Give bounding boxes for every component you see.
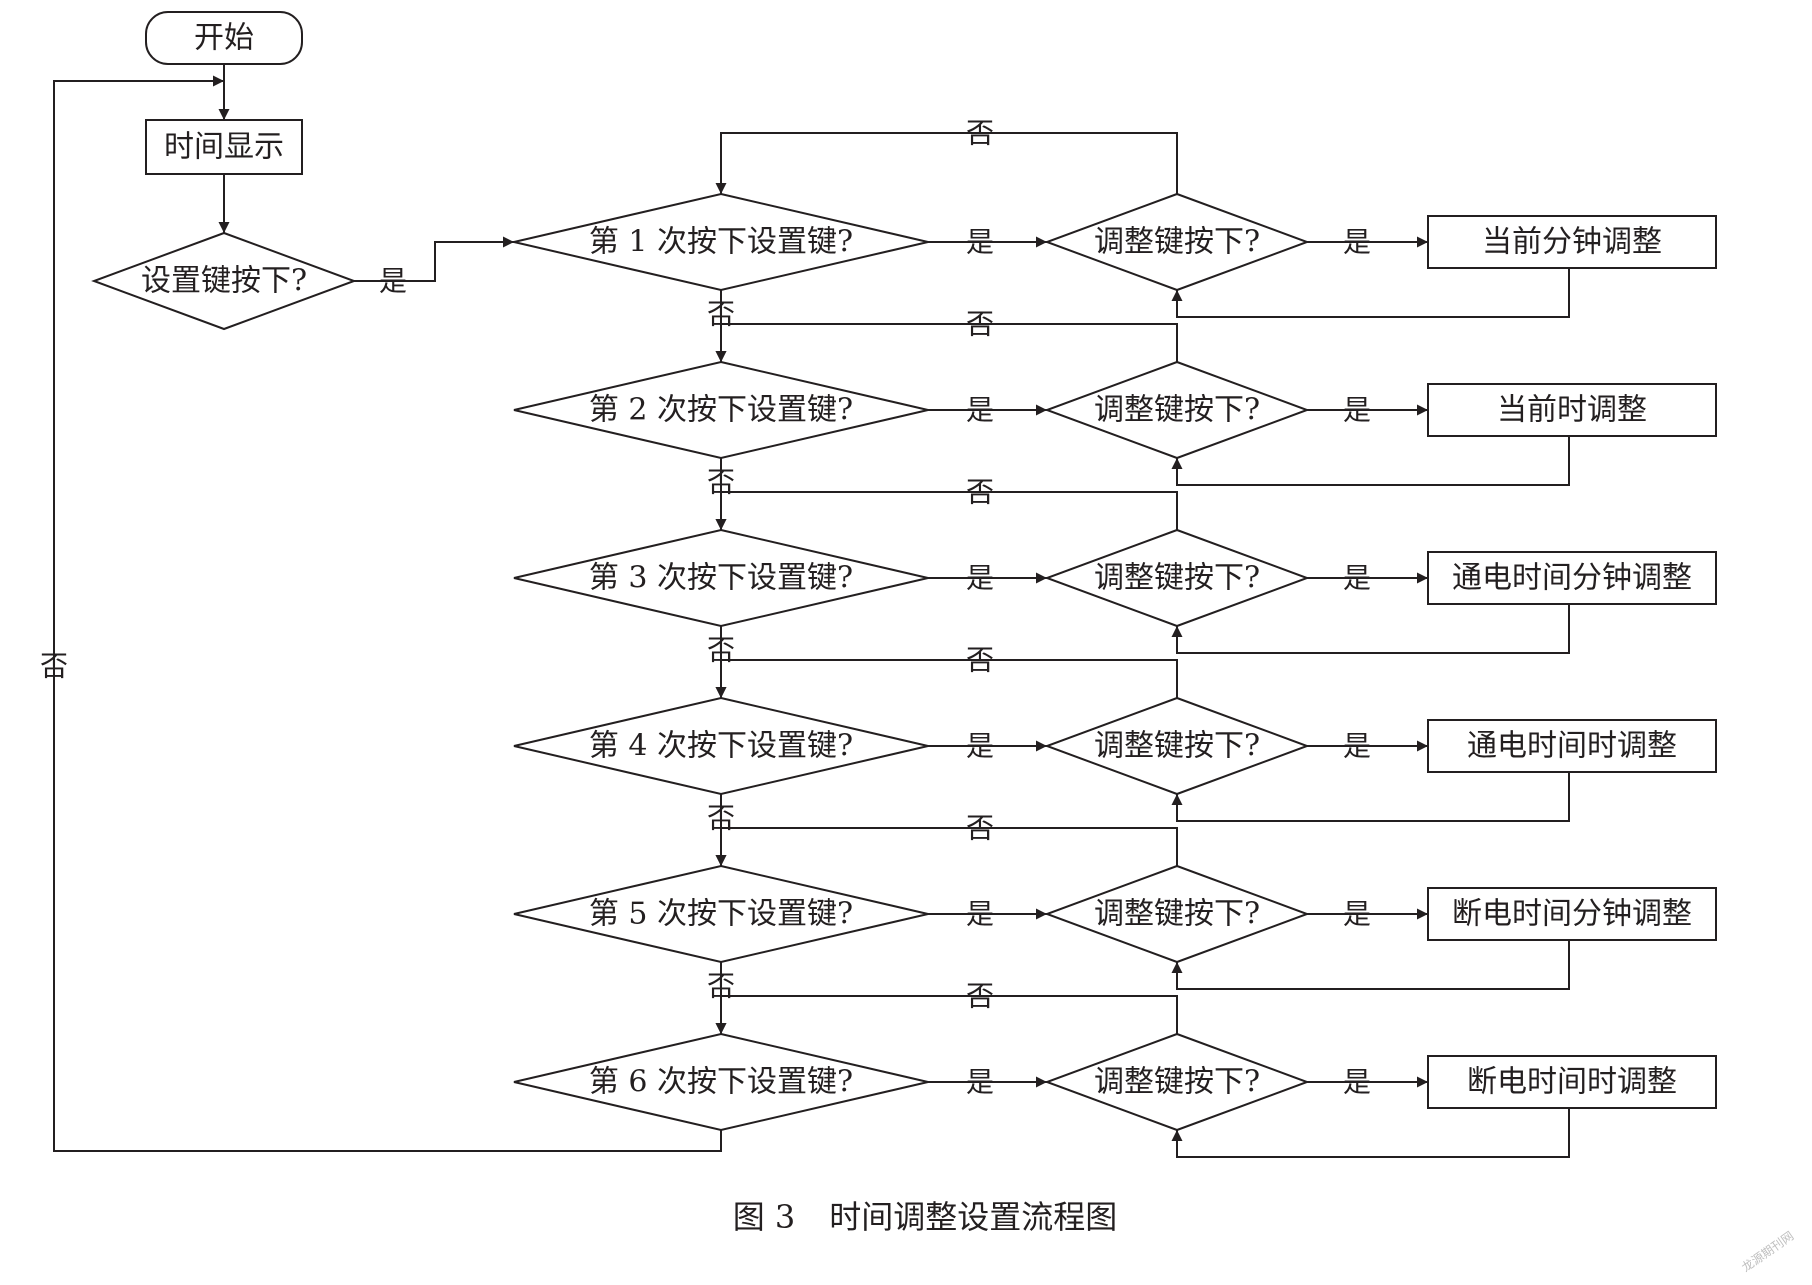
adjust-key-decision-6 — [1044, 1032, 1310, 1132]
adjust-key-decision-5-label: 调整键按下? — [1094, 897, 1260, 932]
arrow-adjust-2-no — [715, 323, 1178, 362]
press-decision-6-label: 第 6 次按下设置键? — [589, 1065, 853, 1100]
label-adjust-4-no: 否 — [966, 644, 994, 677]
label-adjust-1-yes: 是 — [1343, 226, 1371, 259]
arrow-adjust-4-no — [715, 659, 1178, 698]
arrow-action-1-return — [1171, 268, 1570, 318]
set-key-decision-label: 设置键按下? — [141, 264, 307, 299]
arrow-adjust-5-no — [715, 827, 1178, 866]
start-terminal — [145, 11, 303, 65]
press-decision-5-label: 第 5 次按下设置键? — [589, 897, 853, 932]
press-decision-5 — [513, 864, 929, 964]
action-box-4 — [1427, 719, 1717, 773]
set-key-decision — [91, 231, 357, 331]
label-press-3-yes: 是 — [966, 562, 994, 595]
label-adjust-6-yes: 是 — [1343, 1066, 1371, 1099]
figure-number: 图 3 — [733, 1198, 796, 1236]
arrow-action-2-return — [1171, 436, 1570, 486]
arrow-action-5-return — [1171, 940, 1570, 990]
label-adjust-4-yes: 是 — [1343, 730, 1371, 763]
label-adjust-6-no: 否 — [966, 980, 994, 1013]
label-press-1-yes: 是 — [966, 226, 994, 259]
adjust-key-decision-3-label: 调整键按下? — [1094, 561, 1260, 596]
press-decision-2 — [513, 360, 929, 460]
label-adjust-2-no: 否 — [966, 308, 994, 341]
label-press-4-yes: 是 — [966, 730, 994, 763]
adjust-key-decision-4-label: 调整键按下? — [1094, 729, 1260, 764]
label-press-2-yes: 是 — [966, 394, 994, 427]
press-decision-3-label: 第 3 次按下设置键? — [589, 561, 853, 596]
arrow-action-4-return — [1171, 772, 1570, 822]
press-decision-3 — [513, 528, 929, 628]
action-box-2-label: 当前时调整 — [1497, 393, 1647, 428]
label-adjust-3-yes: 是 — [1343, 562, 1371, 595]
action-box-3 — [1427, 551, 1717, 605]
press-decision-2-label: 第 2 次按下设置键? — [589, 393, 853, 428]
label-adjust-2-yes: 是 — [1343, 394, 1371, 427]
adjust-key-decision-1 — [1044, 192, 1310, 292]
adjust-key-decision-1-label: 调整键按下? — [1094, 225, 1260, 260]
label-press-1-no: 否 — [707, 298, 735, 331]
figure-title: 时间调整设置流程图 — [829, 1198, 1117, 1236]
arrow-adjust-3-no — [715, 491, 1178, 530]
action-box-6-label: 断电时间时调整 — [1467, 1065, 1677, 1100]
arrow-press-6-no-loop — [53, 75, 722, 1152]
label-adjust-1-no: 否 — [966, 117, 994, 150]
label-press-4-no: 否 — [707, 802, 735, 835]
label-press-6-yes: 是 — [966, 1066, 994, 1099]
label-adjust-3-no: 否 — [966, 476, 994, 509]
arrow-action-6-return — [1171, 1108, 1570, 1158]
action-box-3-label: 通电时间分钟调整 — [1452, 561, 1692, 596]
watermark: 龙源期刊网 — [1739, 1229, 1796, 1275]
press-decision-1-label: 第 1 次按下设置键? — [589, 225, 853, 260]
action-box-1 — [1427, 215, 1717, 269]
arrow-adjust-6-no — [715, 995, 1178, 1034]
figure-caption: 图 3 时间调整设置流程图 — [733, 1198, 1118, 1236]
adjust-key-decision-6-label: 调整键按下? — [1094, 1065, 1260, 1100]
label-press-3-no: 否 — [707, 634, 735, 667]
press-decision-4-label: 第 4 次按下设置键? — [589, 729, 853, 764]
adjust-key-decision-4 — [1044, 696, 1310, 796]
arrow-action-3-return — [1171, 604, 1570, 654]
action-box-4-label: 通电时间时调整 — [1467, 729, 1677, 764]
action-box-5 — [1427, 887, 1717, 941]
time-display-label: 时间显示 — [164, 130, 284, 165]
press-decision-4 — [513, 696, 929, 796]
press-decision-6 — [513, 1032, 929, 1132]
label-adjust-5-yes: 是 — [1343, 898, 1371, 931]
action-box-1-label: 当前分钟调整 — [1482, 225, 1662, 260]
adjust-key-decision-5 — [1044, 864, 1310, 964]
label-press-5-yes: 是 — [966, 898, 994, 931]
action-box-2 — [1427, 383, 1717, 437]
adjust-key-decision-2-label: 调整键按下? — [1094, 393, 1260, 428]
action-box-5-label: 断电时间分钟调整 — [1452, 897, 1692, 932]
arrow-adjust-1-no — [715, 132, 1178, 194]
label-setkey-yes: 是 — [379, 265, 407, 298]
time-display-box — [145, 119, 303, 175]
adjust-key-decision-3 — [1044, 528, 1310, 628]
label-press-2-no: 否 — [707, 466, 735, 499]
action-box-6 — [1427, 1055, 1717, 1109]
arrow-setkey-yes — [354, 236, 514, 282]
start-label: 开始 — [194, 21, 254, 56]
label-press-5-no: 否 — [707, 970, 735, 1003]
label-press-6-no: 否 — [40, 650, 68, 683]
label-adjust-5-no: 否 — [966, 812, 994, 845]
adjust-key-decision-2 — [1044, 360, 1310, 460]
press-decision-1 — [513, 192, 929, 292]
